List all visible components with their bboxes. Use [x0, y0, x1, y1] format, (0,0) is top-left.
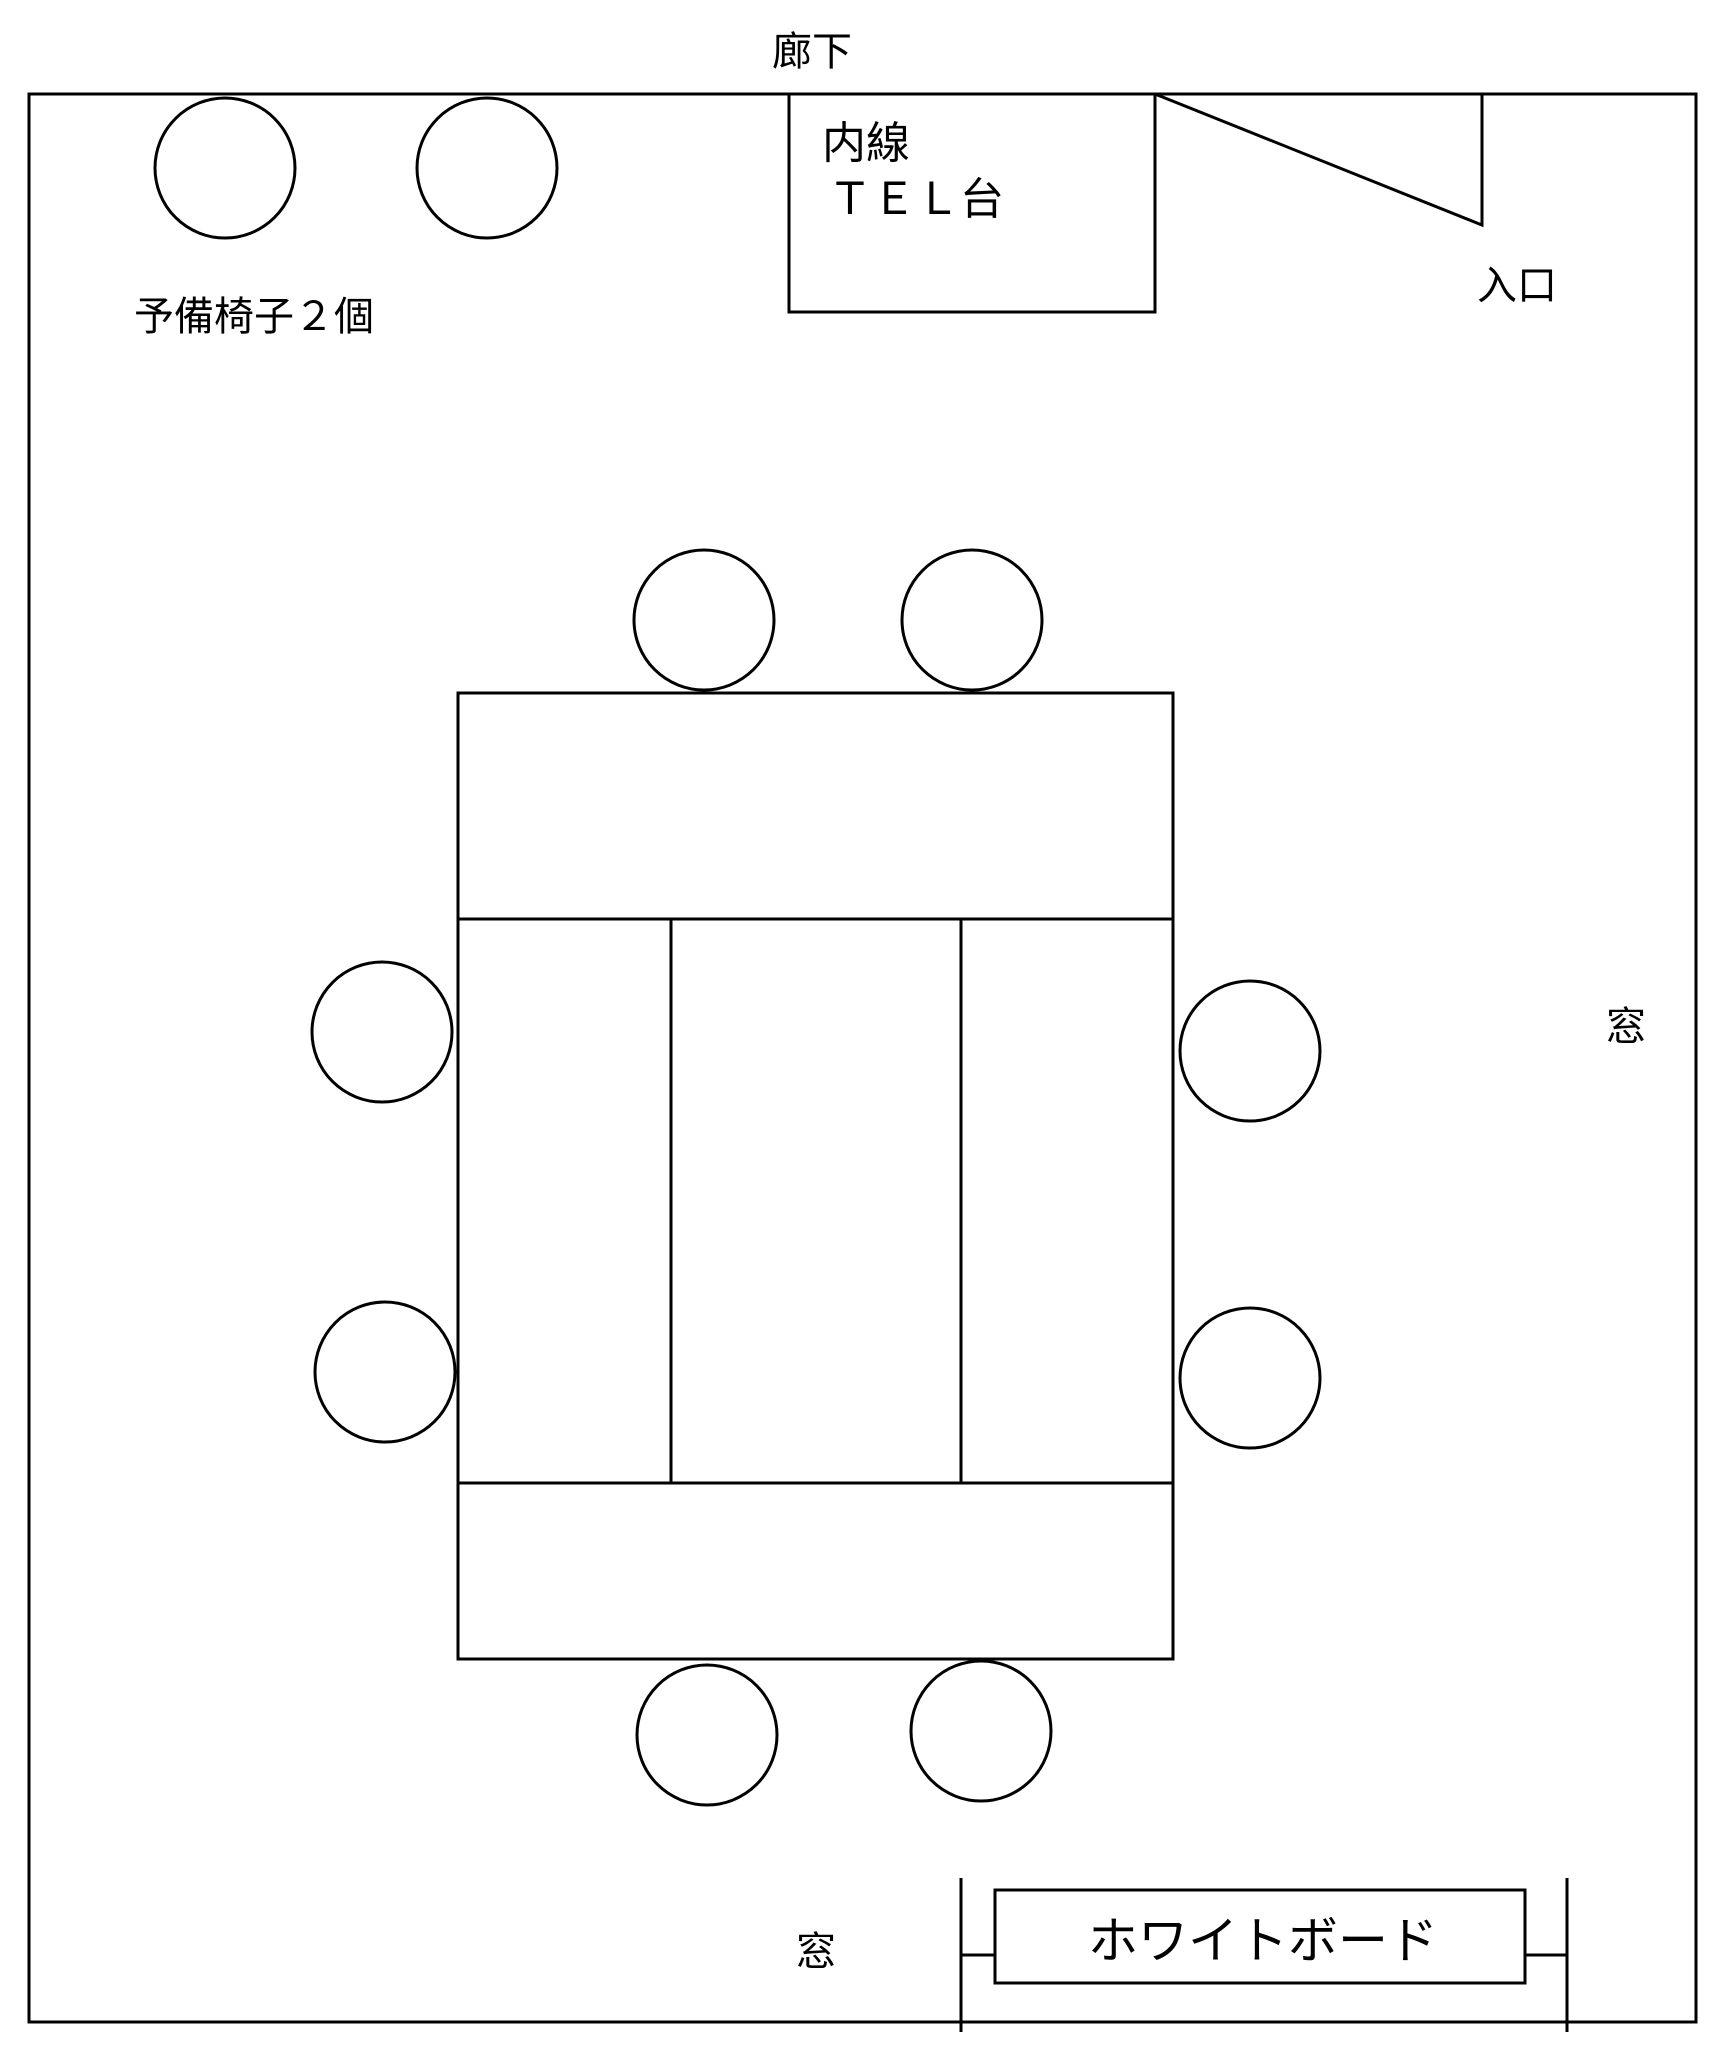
phone-stand-label-line2: ＴＥＬ台 — [828, 174, 1004, 225]
room-outline — [27, 92, 1698, 2024]
spare-chair — [153, 96, 297, 240]
whiteboard-label: ホワイトボード — [1088, 1912, 1438, 1970]
window-bottom-label: 窓 — [796, 1929, 836, 1975]
phone-stand — [787, 92, 1157, 314]
window-right-label: 窓 — [1606, 1004, 1646, 1050]
chair — [313, 1300, 457, 1444]
chair — [909, 1659, 1053, 1803]
table-top — [456, 691, 1175, 921]
table-bottom — [456, 1481, 1175, 1661]
table-center — [669, 917, 963, 1485]
corridor-label: 廊下 — [772, 29, 852, 75]
chair — [632, 548, 776, 692]
chair — [1178, 979, 1322, 1123]
spare-chairs-label: 予備椅子２個 — [134, 294, 374, 340]
chair — [900, 548, 1044, 692]
chair — [635, 1663, 779, 1807]
table-left — [456, 917, 673, 1485]
chair — [310, 960, 454, 1104]
entrance-label: 入口 — [1477, 263, 1557, 309]
whiteboard — [993, 1888, 1527, 1985]
spare-chair — [415, 96, 559, 240]
door-swing — [1154, 92, 1484, 228]
phone-stand-label-line1: 内線 — [822, 118, 910, 169]
table-right — [959, 917, 1175, 1485]
chair — [1178, 1306, 1322, 1450]
